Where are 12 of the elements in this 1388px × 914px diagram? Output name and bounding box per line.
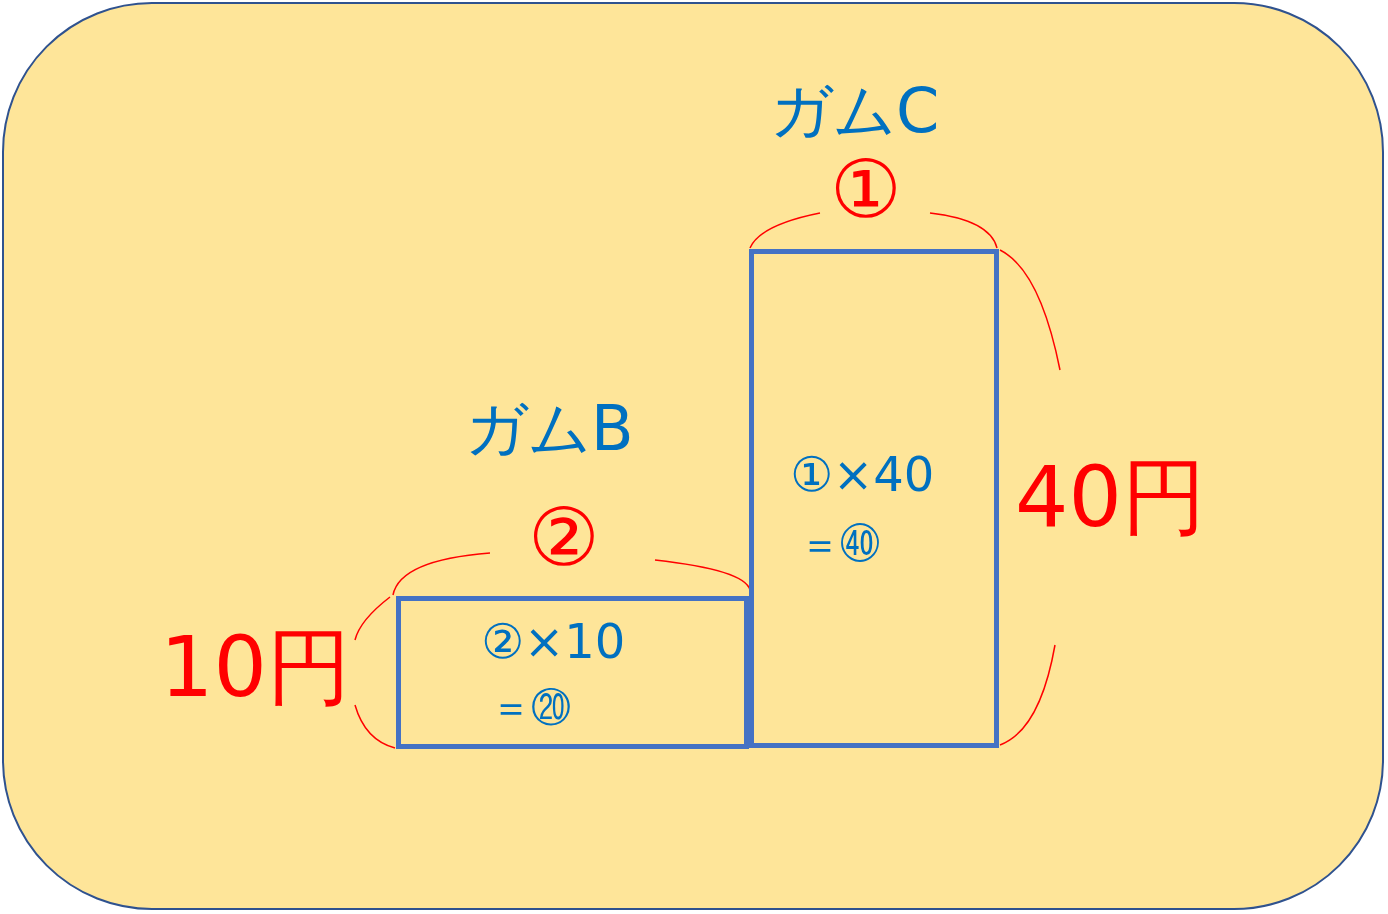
formula-text: ＝㊵ <box>800 524 880 564</box>
item-name: ガムB <box>465 398 634 460</box>
formula-text: ②×10 <box>481 617 626 665</box>
area-rectangle <box>749 249 999 748</box>
formula-text: ＝⑳ <box>491 687 571 727</box>
quantity-label: ① <box>830 150 902 230</box>
area-rectangle <box>396 596 749 749</box>
item-name: ガムC <box>770 80 940 142</box>
formula-text: ①×40 <box>790 450 935 498</box>
quantity-label: ② <box>528 498 600 578</box>
price-label: 10円 <box>160 625 351 709</box>
price-label: 40円 <box>1015 455 1206 539</box>
